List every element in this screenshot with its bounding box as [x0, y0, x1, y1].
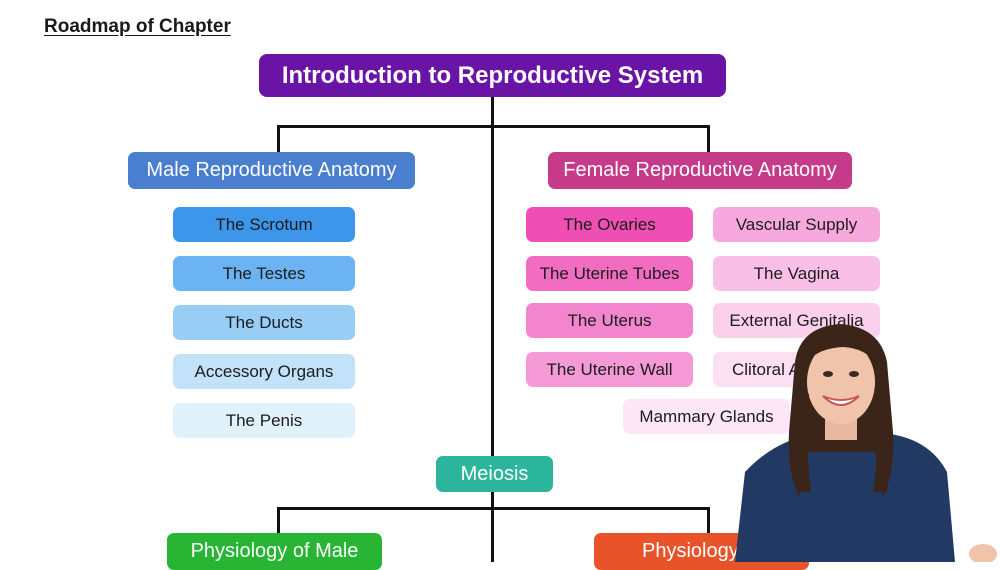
presenter-eye-right — [849, 371, 859, 377]
trunk-line — [491, 97, 494, 562]
presenter-smile — [822, 395, 860, 406]
female-item-uterine-tubes: The Uterine Tubes — [526, 256, 693, 291]
presenter-shirt — [735, 434, 955, 562]
female-item-uterus: The Uterus — [526, 303, 693, 338]
female-anatomy-header: Female Reproductive Anatomy — [548, 152, 852, 189]
physiology-male-box: Physiology of Male — [167, 533, 382, 570]
presenter-braid-right — [873, 392, 891, 492]
presenter-hand — [969, 544, 997, 562]
female-drop-line — [707, 125, 710, 153]
presenter-eye-left — [823, 371, 833, 377]
chapter-heading: Roadmap of Chapter — [44, 16, 231, 37]
presenter-braid-left — [792, 392, 811, 492]
presenter-video-overlay — [735, 324, 997, 562]
meiosis-box: Meiosis — [436, 456, 553, 492]
physiology-female-drop-line — [707, 507, 710, 535]
male-drop-line — [277, 125, 280, 153]
male-item-accessory-organs: Accessory Organs — [173, 354, 355, 389]
female-item-vascular-supply: Vascular Supply — [713, 207, 880, 242]
female-item-mammary-glands: Mammary Glands — [623, 399, 790, 434]
male-item-ducts: The Ducts — [173, 305, 355, 340]
female-item-vagina: The Vagina — [713, 256, 880, 291]
male-item-testes: The Testes — [173, 256, 355, 291]
bottom-branch-line — [277, 507, 710, 510]
female-item-external-genitalia: External Genitalia — [713, 303, 880, 338]
male-anatomy-header: Male Reproductive Anatomy — [128, 152, 415, 189]
presenter-face — [807, 340, 875, 424]
presenter-hair-front — [807, 334, 877, 364]
female-item-uterine-wall: The Uterine Wall — [526, 352, 693, 387]
top-branch-line — [277, 125, 710, 128]
male-item-penis: The Penis — [173, 403, 355, 438]
diagram-title: Introduction to Reproductive System — [259, 54, 726, 97]
female-item-ovaries: The Ovaries — [526, 207, 693, 242]
physiology-male-drop-line — [277, 507, 280, 535]
male-item-scrotum: The Scrotum — [173, 207, 355, 242]
